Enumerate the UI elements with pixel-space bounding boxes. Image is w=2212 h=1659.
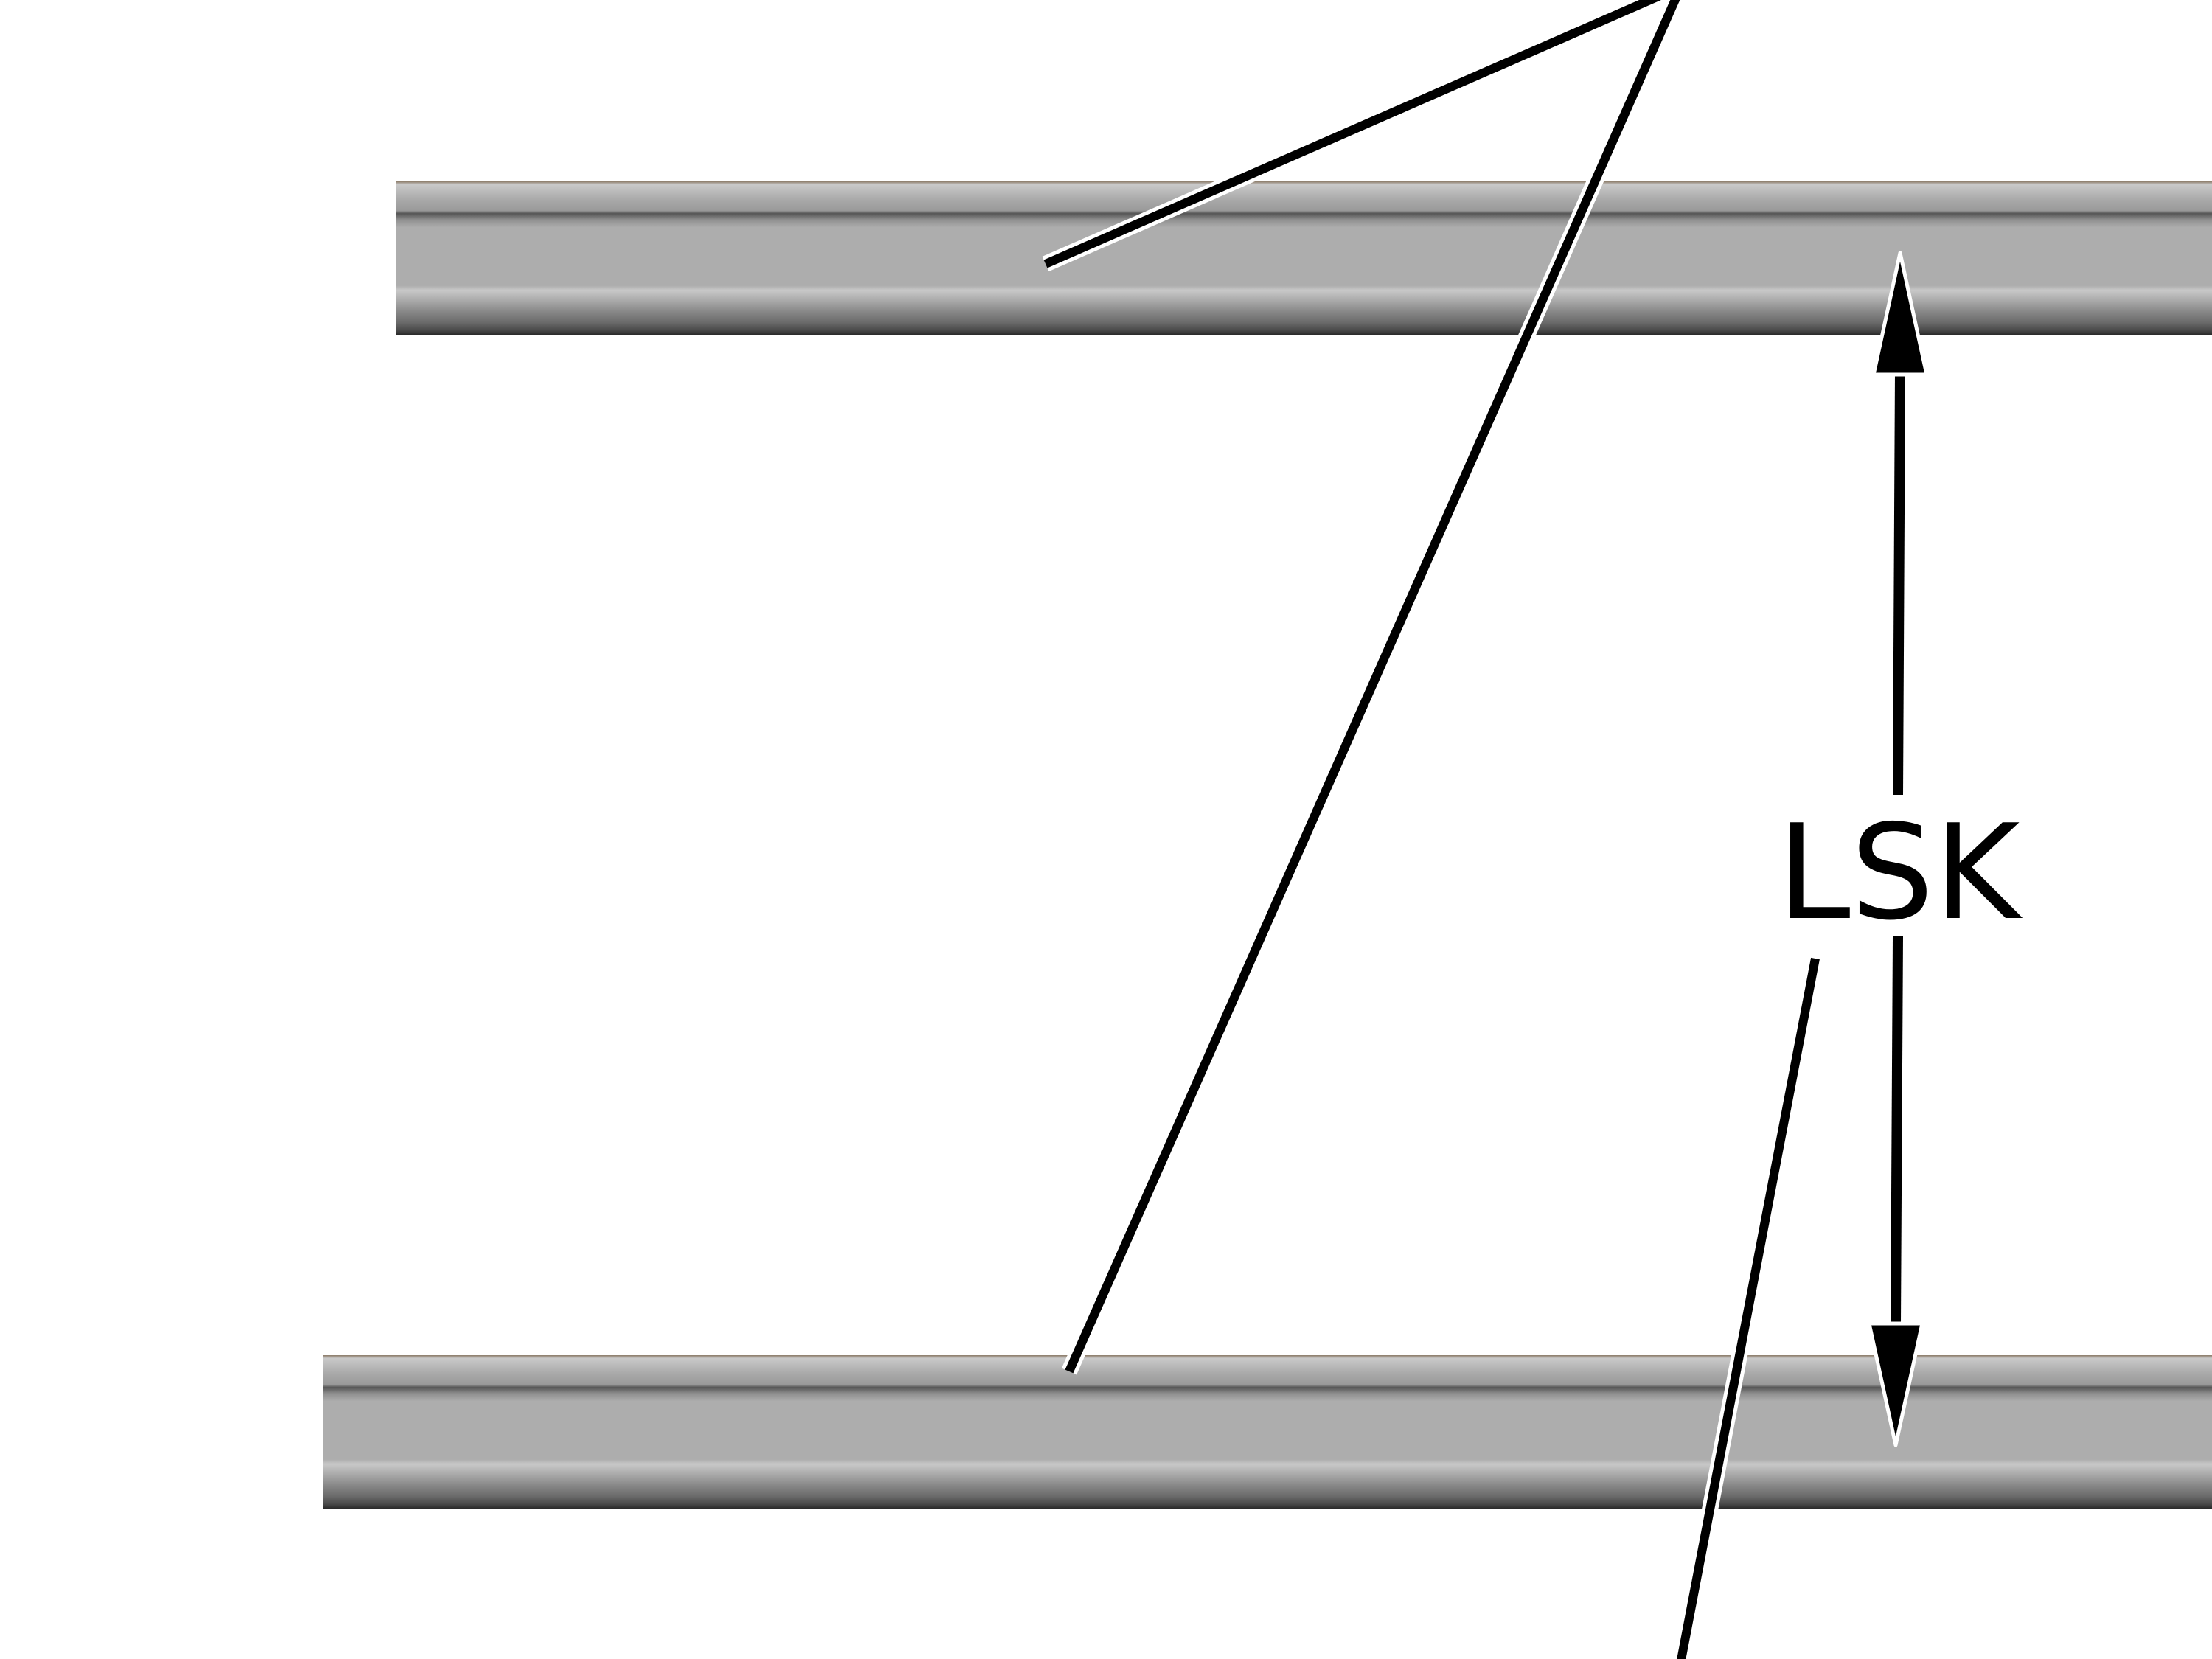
lower-rail xyxy=(323,1355,2212,1509)
upper-rail xyxy=(396,181,2212,335)
dimension-arrow xyxy=(1867,251,1929,1447)
arrowhead-down-icon xyxy=(1867,1321,1924,1447)
leader-line-lower-rail xyxy=(1061,0,1684,1375)
leader-lines xyxy=(1042,0,1823,1659)
dimension-label: LSK xyxy=(1778,796,2023,949)
leader-line-upper-rail xyxy=(1042,0,1671,272)
arrowhead-up-icon xyxy=(1871,251,1929,377)
leader-line-label xyxy=(1673,956,1823,1659)
